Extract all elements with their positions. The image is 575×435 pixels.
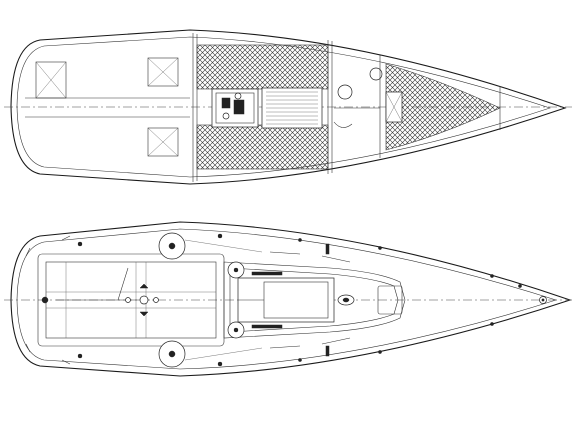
rudder-post [41,296,49,304]
stanchions [77,233,522,367]
genoa-track-stbd [269,345,301,349]
hull-outline-top [10,29,567,185]
aft-hatch-outline [35,61,67,99]
locker-port [147,57,179,87]
washbasin [369,67,383,81]
coachroof [223,261,406,339]
settee-stbd [196,124,329,170]
accommodation-plan [4,29,572,185]
toilet [337,84,353,100]
locker-stbd [147,127,179,157]
settee-port [196,44,329,90]
deck-plan [4,221,572,377]
hull-inner-line-top [16,36,551,178]
v-berth [385,63,501,151]
genoa-track-port [269,251,301,255]
mainsheet-block [139,295,149,305]
forehatch [377,285,403,315]
